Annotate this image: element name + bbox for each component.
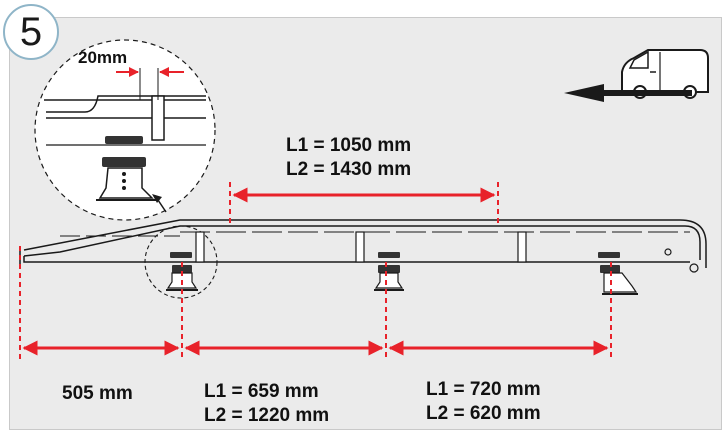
- gap-label: 20mm: [78, 48, 128, 67]
- top-span-l1: L1 = 1050 mm: [286, 135, 412, 156]
- dimension-arrows: [22, 187, 609, 356]
- step-number-badge: 5: [3, 4, 59, 60]
- span-2-l1: L1 = 659 mm: [204, 381, 319, 402]
- dimension-guides: [19, 182, 612, 360]
- roof-rail: [19, 219, 707, 273]
- span-3-l2: L2 = 620 mm: [426, 403, 541, 424]
- span-1-label: 505 mm: [62, 383, 133, 404]
- magnifier-detail-icon: [34, 39, 216, 221]
- direction-arrow-icon: [564, 84, 692, 102]
- foot-2: [374, 252, 404, 291]
- span-2-l2: L2 = 1220 mm: [204, 405, 330, 426]
- top-span-l2: L2 = 1430 mm: [286, 159, 412, 180]
- span-3-l1: L1 = 720 mm: [426, 379, 541, 400]
- foot-3: [598, 252, 638, 295]
